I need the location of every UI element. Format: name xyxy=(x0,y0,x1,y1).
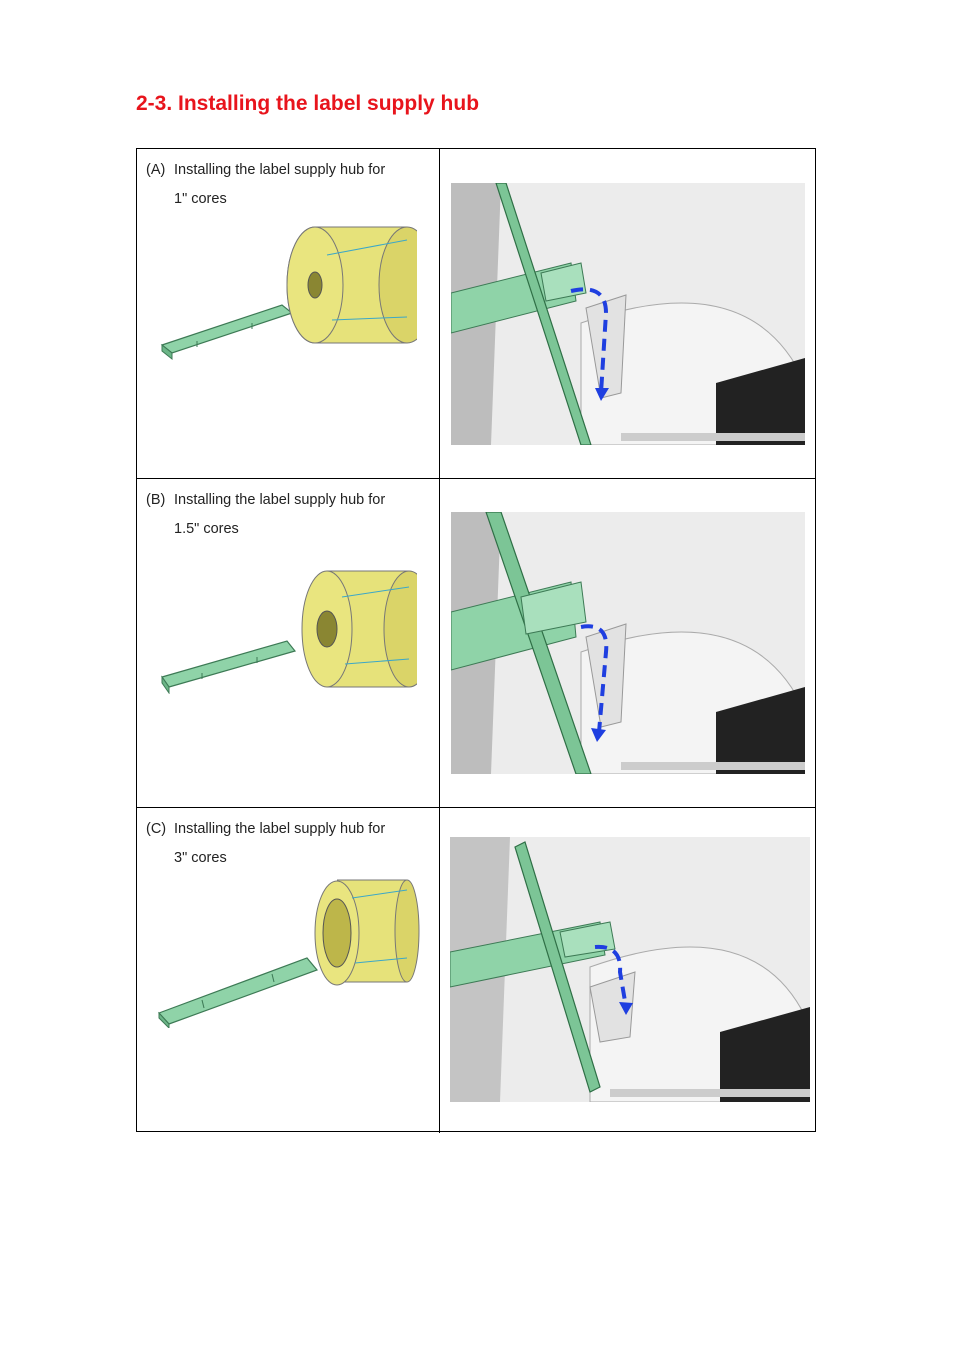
step-text-line2: 3" cores xyxy=(174,850,227,866)
step-photo-cell xyxy=(440,479,815,807)
hub-and-roll-illustration xyxy=(157,878,422,1028)
table-row: (A) Installing the label supply hub for 1… xyxy=(137,149,815,479)
step-tag: (A) xyxy=(146,162,166,178)
step-caption: (B) Installing the label supply hub for 1… xyxy=(146,486,436,544)
step-caption: (A) Installing the label supply hub for 1… xyxy=(146,156,436,214)
printer-hub-installation-illustration xyxy=(450,837,810,1102)
step-caption: (C) Installing the label supply hub for 3… xyxy=(146,815,436,873)
instruction-table: (A) Installing the label supply hub for 1… xyxy=(136,148,816,1133)
table-row: (B) Installing the label supply hub for 1… xyxy=(137,479,815,808)
step-text-line2: 1" cores xyxy=(174,191,227,207)
step-text: Installing the label supply hub for xyxy=(174,492,386,508)
printer-hub-installation-illustration xyxy=(451,512,805,774)
step-text: Installing the label supply hub for xyxy=(174,821,386,837)
step-text: Installing the label supply hub for xyxy=(174,162,386,178)
section-heading: 2-3. Installing the label supply hub xyxy=(136,92,480,115)
hub-and-roll-illustration xyxy=(157,225,417,365)
step-text-line2: 1.5" cores xyxy=(174,521,239,537)
step-cell: (A) Installing the label supply hub for 1… xyxy=(137,149,440,478)
step-photo-cell xyxy=(440,808,815,1133)
step-tag: (B) xyxy=(146,492,166,508)
table-row: (C) Installing the label supply hub for 3… xyxy=(137,808,815,1133)
step-photo-cell xyxy=(440,149,815,478)
hub-and-roll-illustration xyxy=(157,569,417,694)
step-cell: (C) Installing the label supply hub for 3… xyxy=(137,808,440,1133)
step-tag: (C) xyxy=(146,821,167,837)
printer-hub-installation-illustration xyxy=(451,183,805,445)
step-cell: (B) Installing the label supply hub for 1… xyxy=(137,479,440,807)
